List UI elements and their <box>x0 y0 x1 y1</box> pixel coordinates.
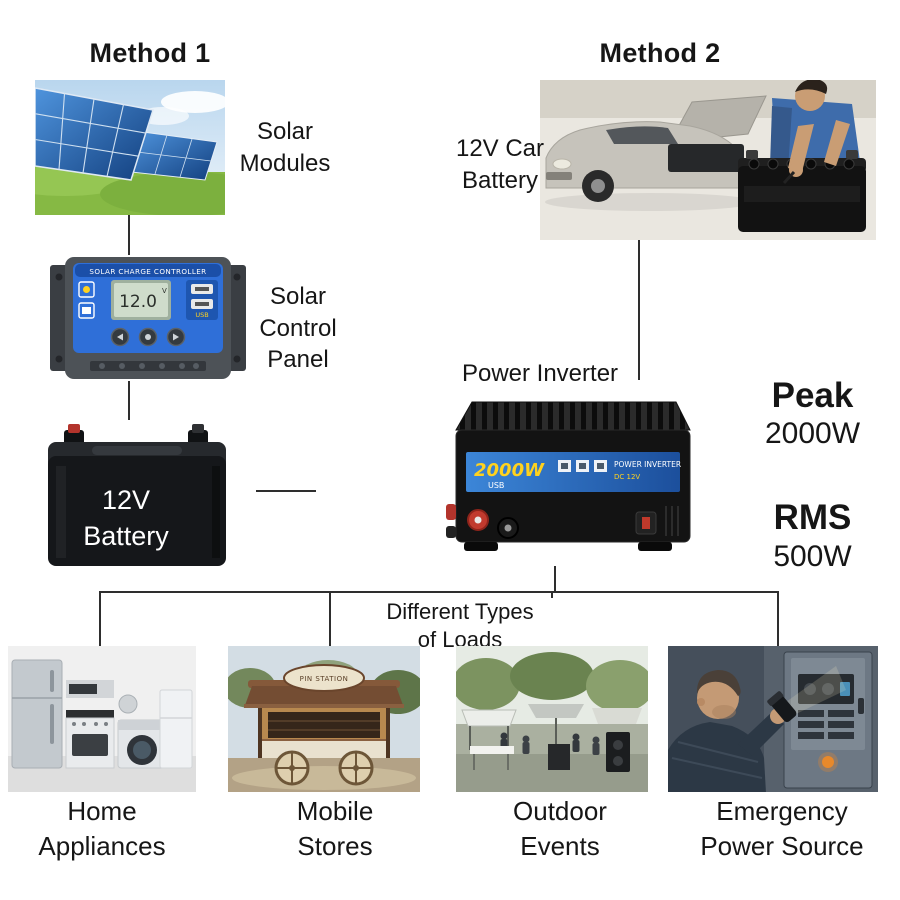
load-label-mobile-stores: Mobile Stores <box>296 796 374 862</box>
load-label-outdoor-events: Outdoor Events <box>513 796 607 862</box>
home-appliances-image <box>8 646 196 792</box>
inverter-line1-text: POWER INVERTER <box>614 460 681 469</box>
peak-label: Peak <box>771 376 854 415</box>
solar-panels-image <box>35 80 225 215</box>
controller-lcd-unit: V <box>162 287 167 295</box>
inverter-image: 2000W USB POWER INVERTER DC 12V <box>446 401 691 551</box>
controller-lcd-value: 12.0 <box>119 292 157 312</box>
inverter-power-text: 2000W <box>474 460 545 481</box>
drop-mobile-stores <box>329 592 331 648</box>
inverter-line2-text: DC 12V <box>614 473 640 481</box>
store-sign-text: PIN STATION <box>300 675 349 683</box>
power-inverter-label: Power Inverter <box>461 360 619 387</box>
connector-solar-to-controller <box>128 215 130 255</box>
solar-control-panel-label: Solar Control Panel <box>259 283 337 374</box>
mobile-store-image: PIN STATION <box>228 646 420 792</box>
load-label-emergency: Emergency Power Source <box>700 796 864 862</box>
outdoor-events-image <box>456 646 648 792</box>
solar-modules-label: Solar Modules <box>239 118 331 177</box>
controller-usb-text: USB <box>195 311 208 319</box>
connector-carbattery-to-inverter <box>638 240 640 380</box>
load-label-home-appliances: Home Appliances <box>38 796 166 862</box>
controller-header-text: SOLAR CHARGE CONTROLLER <box>89 267 206 276</box>
connector-inverter-to-bus <box>554 566 556 592</box>
battery-12v-label: 12V Battery <box>83 485 169 552</box>
battery-image <box>48 424 226 566</box>
connector-battery-to-inverter <box>256 490 316 492</box>
rms-label: RMS <box>773 498 852 537</box>
charge-controller-image: SOLAR CHARGE CONTROLLER 12.0 V USB <box>50 257 246 379</box>
car-battery-image <box>540 80 876 240</box>
method2-title: Method 2 <box>599 38 721 68</box>
drop-emergency <box>777 592 779 648</box>
car-battery-label: 12V Car Battery <box>455 135 545 194</box>
loads-title: Different Types of Loads <box>360 598 560 653</box>
connector-controller-to-battery <box>128 381 130 420</box>
method1-title: Method 1 <box>89 38 211 68</box>
peak-value: 2000W <box>764 417 861 450</box>
drop-home-appliances <box>99 592 101 648</box>
loads-bus-line <box>99 591 779 593</box>
emergency-power-image <box>668 646 878 792</box>
inverter-usb-text: USB <box>488 481 504 490</box>
rms-value: 500W <box>773 540 852 573</box>
